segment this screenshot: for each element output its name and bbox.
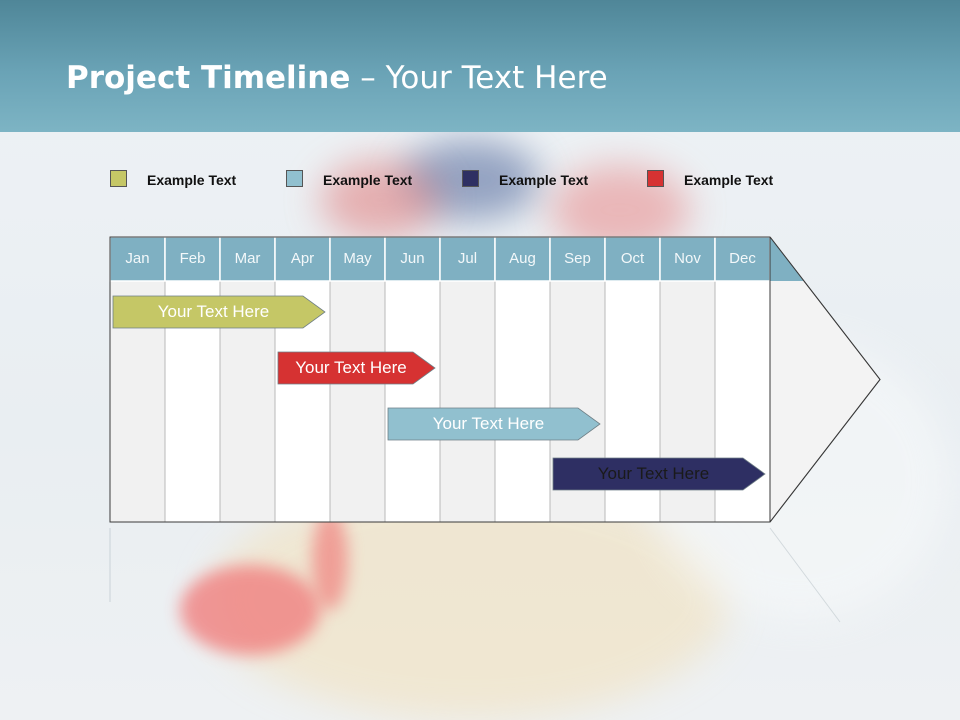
task-bar-label: Your Text Here [157, 302, 270, 321]
legend-label: Example Text [323, 172, 413, 188]
title-rest: – Your Text Here [350, 60, 608, 96]
task-bar [112, 295, 326, 329]
month-header-cell [219, 236, 276, 282]
task-bar-label: Your Text Here [597, 464, 710, 483]
reflection-line [769, 527, 841, 623]
month-label: Jan [125, 250, 150, 267]
month-column [494, 280, 551, 523]
legend-label: Example Text [147, 172, 237, 188]
task-bar [552, 457, 766, 491]
month-label: Oct [620, 250, 645, 267]
legend-label: Example Text [684, 172, 774, 188]
header-band [0, 0, 960, 132]
month-label: Jun [400, 250, 425, 267]
legend-swatch [286, 170, 303, 187]
month-label: Feb [179, 250, 206, 267]
task-bar [387, 407, 601, 441]
month-header-cell [494, 236, 551, 282]
month-label: Jul [457, 250, 478, 267]
month-label: Mar [234, 250, 261, 267]
month-label: Aug [509, 250, 536, 267]
month-label: Nov [674, 250, 701, 267]
month-column [384, 280, 441, 523]
page-title: Project Timeline – Your Text Here [66, 60, 608, 96]
month-header-cell [439, 236, 496, 282]
month-header-cell [329, 236, 386, 282]
legend-swatch [647, 170, 664, 187]
month-header-cell [164, 236, 221, 282]
month-label: Apr [290, 250, 315, 267]
legend-label: Example Text [499, 172, 589, 188]
month-column [439, 280, 496, 523]
task-bar [277, 351, 436, 385]
legend-swatch [462, 170, 479, 187]
legend-swatch [110, 170, 127, 187]
month-label: May [343, 250, 372, 267]
month-column [329, 280, 386, 523]
timeline-arrow-outline [109, 236, 881, 523]
month-header-cell [604, 236, 661, 282]
task-bar-label: Your Text Here [295, 358, 407, 377]
month-label: Sep [564, 250, 591, 267]
month-label: Dec [729, 250, 756, 267]
task-bar-label: Your Text Here [432, 414, 545, 433]
title-bold: Project Timeline [66, 60, 351, 96]
